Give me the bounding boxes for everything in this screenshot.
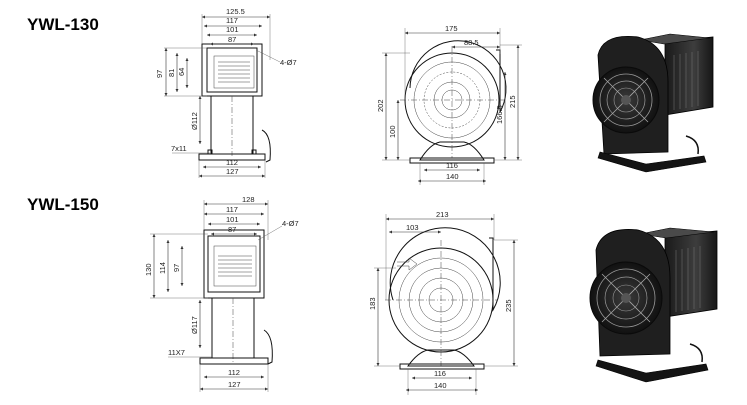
dim-label: 175 — [445, 24, 458, 33]
dim-label: 64 — [177, 68, 186, 76]
side-base — [198, 153, 266, 161]
front-scroll-housing — [409, 40, 507, 113]
side-cable — [261, 129, 271, 163]
dim-label: 114 — [158, 262, 167, 274]
dim-label: 87 — [228, 225, 236, 234]
dim-label: 213 — [436, 210, 449, 219]
dim-label: 166.5 — [495, 105, 504, 124]
front-base — [409, 157, 495, 164]
dim-label: 116 — [446, 161, 458, 170]
dim-label: 117 — [226, 16, 238, 25]
dim-label: 81 — [167, 69, 176, 77]
side-view-ywl-150: 128 117 101 87 4-Ø7 130 114 97 Ø117 11X7… — [144, 195, 299, 392]
side-outlet — [213, 55, 255, 89]
dim-label: 117 — [226, 205, 238, 214]
dim-label: 202 — [376, 99, 385, 112]
dim-label: 112 — [226, 158, 238, 167]
side-view-ywl-130: 125.5 117 101 87 4-Ø7 97 81 64 Ø112 7x11… — [155, 7, 297, 178]
side-foot-right — [251, 149, 257, 155]
side-base — [199, 357, 269, 365]
product-image-ywl-150 — [589, 227, 718, 383]
side-outlet — [213, 245, 257, 287]
dim-label: 100 — [388, 125, 397, 138]
side-foot-left — [207, 149, 213, 155]
dim-label: 215 — [508, 95, 517, 108]
dim-label: 140 — [446, 172, 459, 181]
front-scroll-housing — [389, 227, 501, 312]
front-base — [399, 363, 485, 370]
front-view-ywl-130: 175 88.5 202 100 215 166.5 116 140 — [376, 24, 522, 185]
dim-label: 128 — [242, 195, 255, 204]
front-view-ywl-150: 213 103 183 235 116 140 — [368, 210, 518, 395]
dim-label: 125.5 — [226, 7, 245, 16]
dim-label: 112 — [228, 368, 240, 377]
rotation-arrow-icon — [397, 257, 418, 271]
dim-label: 130 — [144, 263, 153, 276]
product-image-ywl-130 — [592, 33, 714, 173]
side-fins — [218, 255, 252, 277]
dim-label: 127 — [226, 167, 239, 176]
dim-label: 97 — [172, 264, 181, 272]
dim-label: Ø117 — [190, 316, 199, 334]
dim-label: 140 — [434, 381, 447, 390]
model-title-ywl-150: YWL-150 — [27, 195, 99, 214]
dim-label: 97 — [155, 70, 164, 78]
dim-label: 235 — [504, 299, 513, 312]
dim-label: Ø112 — [190, 112, 199, 130]
dim-label-slot: 7x11 — [171, 144, 187, 153]
front-stand — [407, 349, 475, 367]
dim-label: 103 — [406, 223, 419, 232]
dim-label: 101 — [226, 25, 239, 34]
dim-label-hole: 4-Ø7 — [280, 58, 297, 67]
dim-label: 183 — [368, 297, 377, 310]
side-fins — [218, 61, 250, 83]
dim-label: 87 — [228, 35, 236, 44]
dim-label: 101 — [226, 215, 239, 224]
model-title-ywl-130: YWL-130 — [27, 15, 99, 34]
dim-label-slot: 11X7 — [168, 348, 185, 357]
front-stand — [419, 141, 485, 161]
dim-label: 88.5 — [464, 38, 479, 47]
side-inner-housing — [206, 47, 258, 93]
dim-label: 127 — [228, 380, 241, 389]
side-inner-housing — [207, 235, 261, 293]
side-cable — [263, 329, 273, 365]
dim-label-hole: 4-Ø7 — [282, 219, 299, 228]
dim-label: 116 — [434, 369, 446, 378]
